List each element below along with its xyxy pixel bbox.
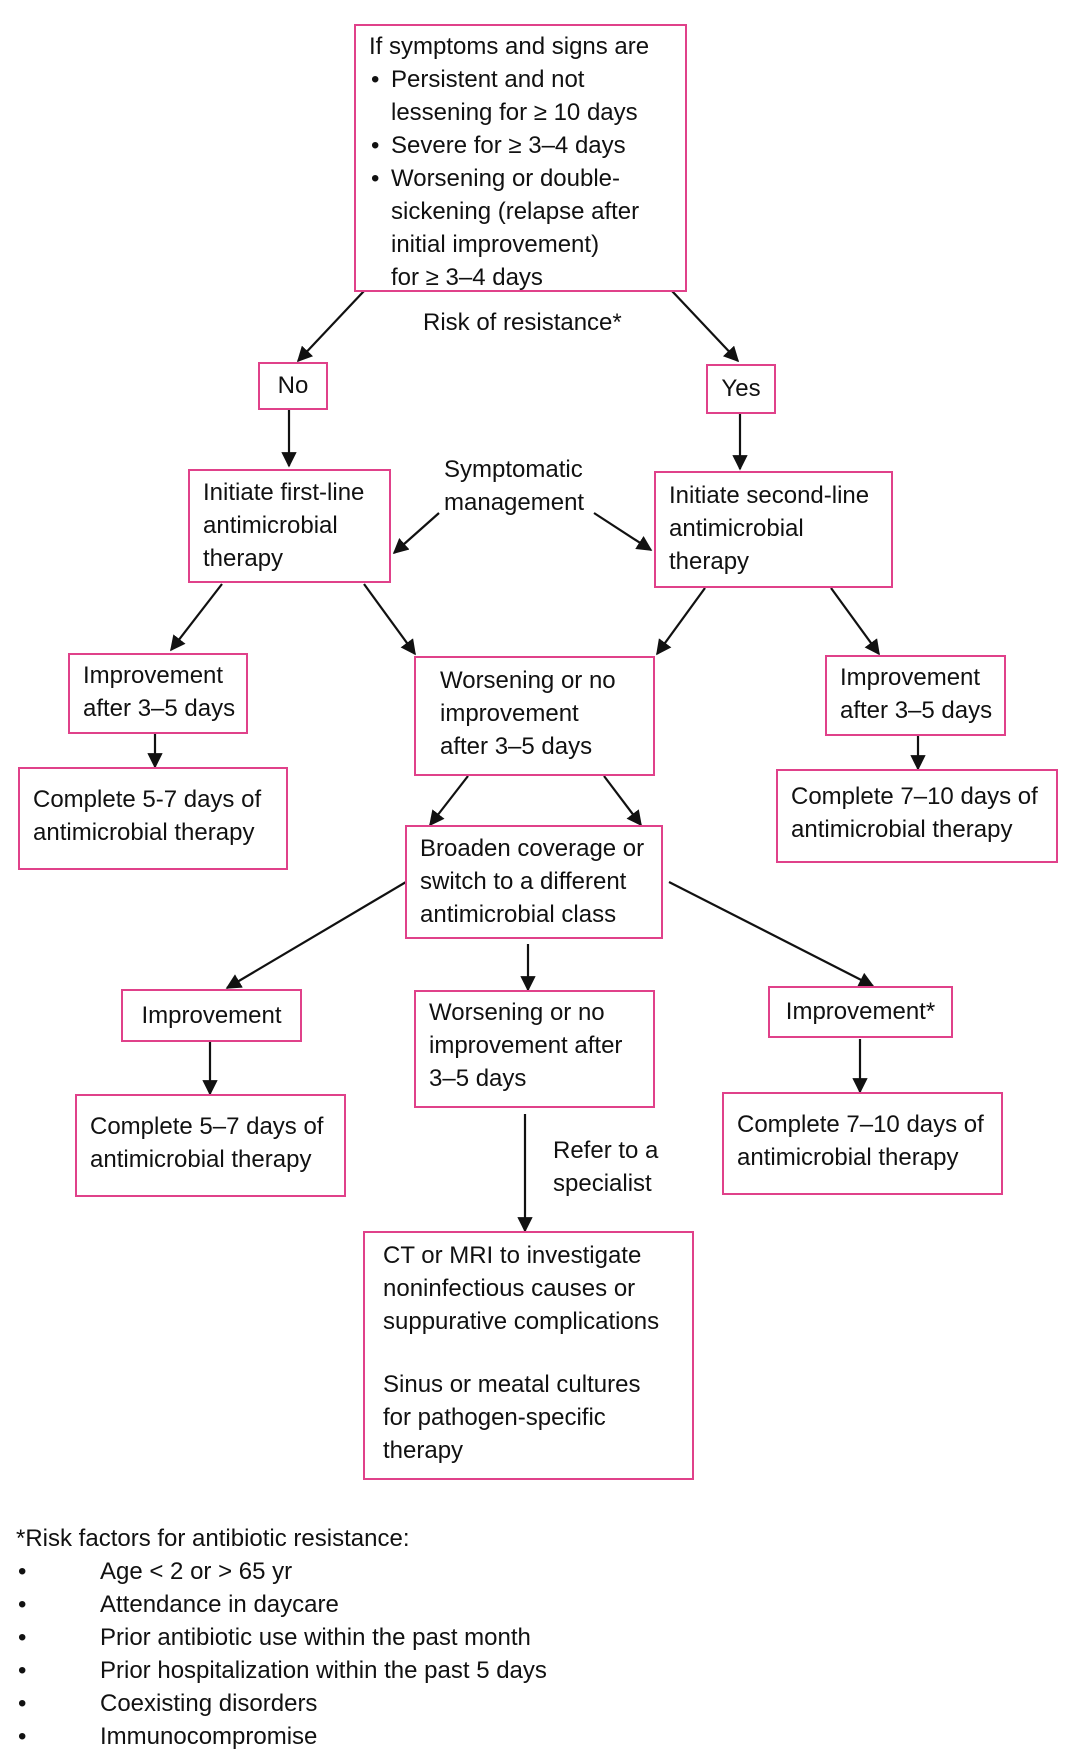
improvement-star-label: Improvement* (785, 998, 936, 1025)
symptomatic-line-2: management (444, 489, 585, 516)
risk-factor-item: Immunocompromise (16, 1720, 547, 1753)
first-line-1: Initiate first-line (203, 479, 365, 506)
symptomatic-line-1: Symptomatic (444, 456, 583, 483)
risk-factor-item: Coexisting disorders (16, 1687, 547, 1720)
criterion-1-line-2: lessening for ≥ 10 days (391, 99, 638, 126)
broaden-line-1: Broaden coverage or (420, 835, 645, 862)
complete-right-box: Complete 7–10 days of antimicrobial ther… (776, 769, 1058, 863)
second-line-3: therapy (669, 548, 750, 575)
start-intro: If symptoms and signs are (369, 33, 650, 60)
imaging-line-3: suppurative complications (383, 1308, 660, 1335)
arrow-symptomatic-to-firstline (392, 512, 440, 555)
yes-label: Yes (721, 375, 761, 402)
complete2-left-box: Complete 5–7 days of antimicrobial thera… (75, 1094, 346, 1197)
arrow-firstline-to-worsen (363, 583, 416, 656)
no-box: No (258, 362, 328, 410)
risk-factor-item: Attendance in daycare (16, 1588, 547, 1621)
worsening-box: Worsening or no improvement after 3–5 da… (414, 656, 655, 776)
improvement-right-box: Improvement after 3–5 days (825, 655, 1006, 736)
criterion-3-line-3: initial improvement) (391, 231, 600, 258)
worsen2-line-1: Worsening or no (429, 999, 605, 1026)
improvement-left-box: Improvement after 3–5 days (68, 653, 248, 734)
arrow-worsen-to-broaden-left (429, 775, 469, 827)
arrow-firstline-to-improve (170, 583, 223, 652)
worsen2-line-2: improvement after (429, 1032, 623, 1059)
improvement-star-box: Improvement* (768, 986, 953, 1038)
improve-right-line-2: after 3–5 days (840, 697, 993, 724)
imaging-line-2: noninfectious causes or (383, 1275, 636, 1302)
arrow-start-to-no (296, 290, 365, 363)
risk-of-resistance-label: Risk of resistance* (423, 309, 622, 336)
second-line-1: Initiate second-line (669, 482, 870, 509)
arrow-broaden-to-improvement-star (668, 881, 875, 987)
improvement-box: Improvement (121, 989, 302, 1042)
first-line-therapy-box: Initiate first-line antimicrobial therap… (188, 469, 391, 583)
arrow-secondline-to-worsen (656, 587, 706, 656)
improve-left-line-1: Improvement (83, 662, 224, 689)
start-criteria-box: If symptoms and signs are Persistent and… (354, 24, 687, 292)
cultures-line-3: therapy (383, 1437, 464, 1464)
imaging-cultures-box: CT or MRI to investigate noninfectious c… (363, 1231, 694, 1480)
criterion-3-line-4: for ≥ 3–4 days (391, 264, 543, 291)
arrow-start-to-yes (671, 290, 740, 363)
criterion-2-line-1: Severe for ≥ 3–4 days (369, 129, 672, 162)
complete2-right-line-2: antimicrobial therapy (737, 1144, 959, 1171)
no-label: No (277, 372, 309, 399)
improve-right-line-1: Improvement (840, 664, 981, 691)
arrow-broaden-to-improvement (225, 881, 407, 989)
second-line-therapy-box: Initiate second-line antimicrobial thera… (654, 471, 893, 588)
risk-factor-item: Prior antibiotic use within the past mon… (16, 1621, 547, 1654)
symptomatic-management-label: Symptomatic management (444, 453, 584, 519)
complete-left-line-1: Complete 5-7 days of (33, 786, 262, 813)
criterion-3-line-1: Worsening or double- (369, 162, 672, 195)
improve-left-line-2: after 3–5 days (83, 695, 236, 722)
worsen-line-2: improvement (440, 700, 579, 727)
complete2-left-line-2: antimicrobial therapy (90, 1146, 312, 1173)
first-line-3: therapy (203, 545, 284, 572)
complete-right-line-1: Complete 7–10 days of (791, 783, 1038, 810)
cultures-line-2: for pathogen-specific (383, 1404, 606, 1431)
improvement-label: Improvement (141, 1002, 282, 1029)
second-line-2: antimicrobial (669, 515, 804, 542)
footnote-heading: *Risk factors for antibiotic resistance: (16, 1525, 410, 1552)
criterion-1-line-1: Persistent and not (369, 63, 672, 96)
cultures-line-1: Sinus or meatal cultures (383, 1371, 641, 1398)
worsen2-line-3: 3–5 days (429, 1065, 527, 1092)
refer-line-2: specialist (553, 1170, 652, 1197)
criterion-3-line-2: sickening (relapse after (391, 198, 640, 225)
complete2-left-line-1: Complete 5–7 days of (90, 1113, 324, 1140)
worsen-line-1: Worsening or no (440, 667, 616, 694)
broaden-coverage-box: Broaden coverage or switch to a differen… (405, 825, 663, 939)
broaden-line-2: switch to a different (420, 868, 627, 895)
complete-right-line-2: antimicrobial therapy (791, 816, 1013, 843)
worsen-line-3: after 3–5 days (440, 733, 593, 760)
complete2-right-box: Complete 7–10 days of antimicrobial ther… (722, 1092, 1003, 1195)
worsening2-box: Worsening or no improvement after 3–5 da… (414, 990, 655, 1108)
first-line-2: antimicrobial (203, 512, 338, 539)
refer-to-specialist-label: Refer to a specialist (553, 1134, 658, 1200)
risk-factor-item: Prior hospitalization within the past 5 … (16, 1654, 547, 1687)
complete2-right-line-1: Complete 7–10 days of (737, 1111, 984, 1138)
risk-factor-item: Age < 2 or > 65 yr (16, 1555, 547, 1588)
arrow-symptomatic-to-secondline (593, 512, 653, 551)
refer-line-1: Refer to a (553, 1137, 659, 1164)
complete-left-line-2: antimicrobial therapy (33, 819, 255, 846)
risk-factor-list: Age < 2 or > 65 yr Attendance in daycare… (16, 1555, 547, 1753)
imaging-line-1: CT or MRI to investigate (383, 1242, 642, 1269)
arrow-worsen-to-broaden-right (603, 775, 642, 827)
broaden-line-3: antimicrobial class (420, 901, 617, 928)
arrow-secondline-to-improve (830, 587, 880, 656)
yes-box: Yes (706, 364, 776, 414)
complete-left-box: Complete 5-7 days of antimicrobial thera… (18, 767, 288, 870)
risk-factors-footnote: *Risk factors for antibiotic resistance:… (16, 1522, 547, 1753)
